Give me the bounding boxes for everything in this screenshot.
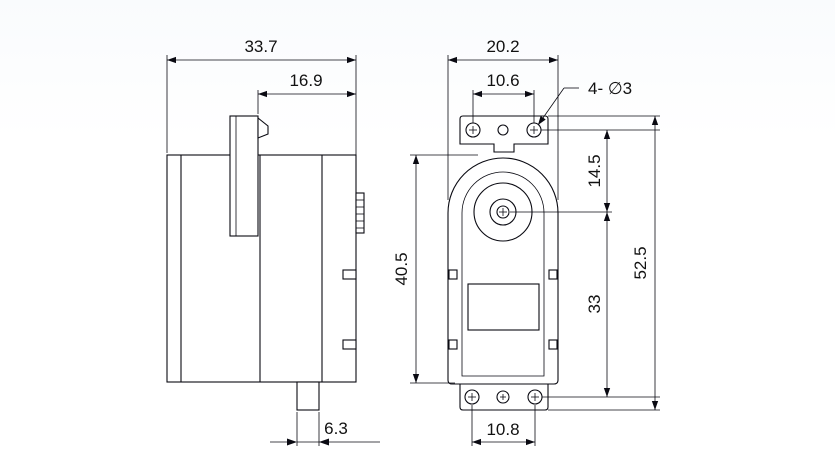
dim-mount-holes: 4- ∅3 — [588, 79, 632, 98]
dim-top-hole-spacing: 10.6 — [486, 71, 519, 90]
mount-hole-top-center — [497, 124, 509, 136]
dim-overall-depth: 33.7 — [244, 37, 277, 56]
side-notch — [342, 269, 357, 280]
output-shaft-center — [496, 205, 510, 219]
front-notch — [548, 269, 558, 280]
dim-cable-exit: 6.3 — [324, 419, 348, 438]
front-notch — [548, 339, 558, 350]
dim-hole-to-hole: 52.5 — [631, 246, 650, 279]
front-view — [447, 115, 559, 411]
dim-mount-width: 20.2 — [486, 37, 519, 56]
front-dimensions: 20.2 10.6 4- ∅3 10.8 40.5 14.5 33 52.5 — [392, 37, 660, 446]
side-body-outline — [166, 154, 357, 383]
side-tab-clip — [257, 116, 269, 139]
side-mounting-tab — [229, 115, 259, 237]
dim-output-offset: 16.9 — [289, 71, 322, 90]
dim-shaft-to-bottom: 33 — [585, 295, 604, 314]
dim-shaft-to-top: 14.5 — [585, 154, 604, 187]
leader-mount-holes — [537, 87, 565, 126]
side-output-spline — [355, 192, 365, 234]
side-notch — [342, 339, 357, 350]
side-dimensions: 33.7 16.9 6.3 — [166, 37, 380, 446]
side-cable-exit — [296, 381, 320, 411]
dim-body-height: 40.5 — [392, 252, 411, 285]
front-notch — [448, 269, 458, 280]
side-view — [166, 115, 365, 411]
front-notch — [448, 339, 458, 350]
front-body-inner-outline — [461, 171, 545, 377]
dim-bottom-hole-spacing: 10.8 — [486, 420, 519, 439]
label-window — [467, 283, 540, 331]
